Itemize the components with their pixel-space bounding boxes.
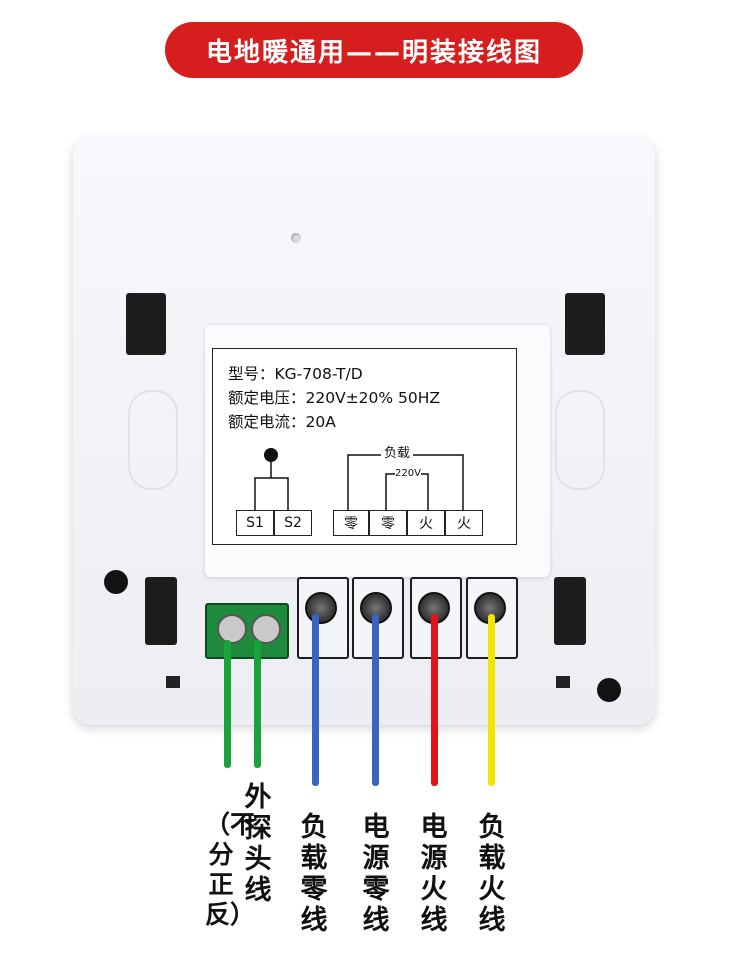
power-neutral-wire (372, 614, 379, 786)
power-neutral-caption: 电源零线 (362, 812, 390, 936)
power-live-wire (431, 614, 438, 786)
voltage-label: 220V (395, 468, 421, 479)
mounting-clip-bottom-right (554, 577, 586, 645)
mounting-clip-top-right (565, 293, 605, 355)
terminal-label-neutral-1: 零 (333, 510, 369, 536)
terminal-label-s1: S1 (236, 510, 274, 536)
probe-screw-2 (251, 614, 281, 644)
probe-wire-2 (254, 640, 261, 768)
load-neutral-caption: 负载零线 (300, 812, 328, 936)
load-live-wire (488, 614, 495, 786)
slot-left (166, 676, 180, 688)
load-inner-loop (385, 473, 429, 510)
load-outer-loop (347, 454, 464, 510)
probe-screw-1 (217, 614, 247, 644)
load-neutral-wire (312, 614, 319, 786)
mounting-clip-top-left (126, 293, 166, 355)
terminal-label-live-2: 火 (445, 510, 483, 536)
mounting-clip-bottom-left (145, 577, 177, 645)
power-live-caption: 电源火线 (420, 812, 448, 936)
indicator-dot (291, 233, 301, 243)
rated-current-text: 额定电流：20A (228, 413, 336, 431)
title-banner: 电地暖通用——明装接线图 (165, 22, 583, 78)
probe-terminal-block (205, 603, 289, 659)
probe-lines (254, 477, 289, 510)
rated-voltage-text: 额定电压：220V±20% 50HZ (228, 389, 441, 407)
probe-symbol (264, 448, 278, 462)
load-label: 负载 (381, 442, 414, 461)
terminal-label-live-1: 火 (407, 510, 445, 536)
terminal-label-neutral-2: 零 (369, 510, 407, 536)
probe-note-caption: （不分正反） (205, 810, 256, 929)
load-live-caption: 负载火线 (478, 812, 506, 936)
model-text: 型号：KG-708-T/D (228, 365, 363, 383)
screw-hole-left (104, 570, 128, 594)
spec-label (212, 348, 517, 545)
terminal-screw-1 (305, 592, 337, 624)
title-text: 电地暖通用——明装接线图 (205, 37, 542, 68)
probe-wire-1 (224, 640, 231, 768)
probe-wire-caption: 外探头线 (244, 782, 272, 906)
slot-right (556, 676, 570, 688)
recess-left (128, 390, 178, 490)
screw-hole-right (597, 678, 621, 702)
terminal-label-s2: S2 (274, 510, 312, 536)
recess-right (555, 390, 605, 490)
